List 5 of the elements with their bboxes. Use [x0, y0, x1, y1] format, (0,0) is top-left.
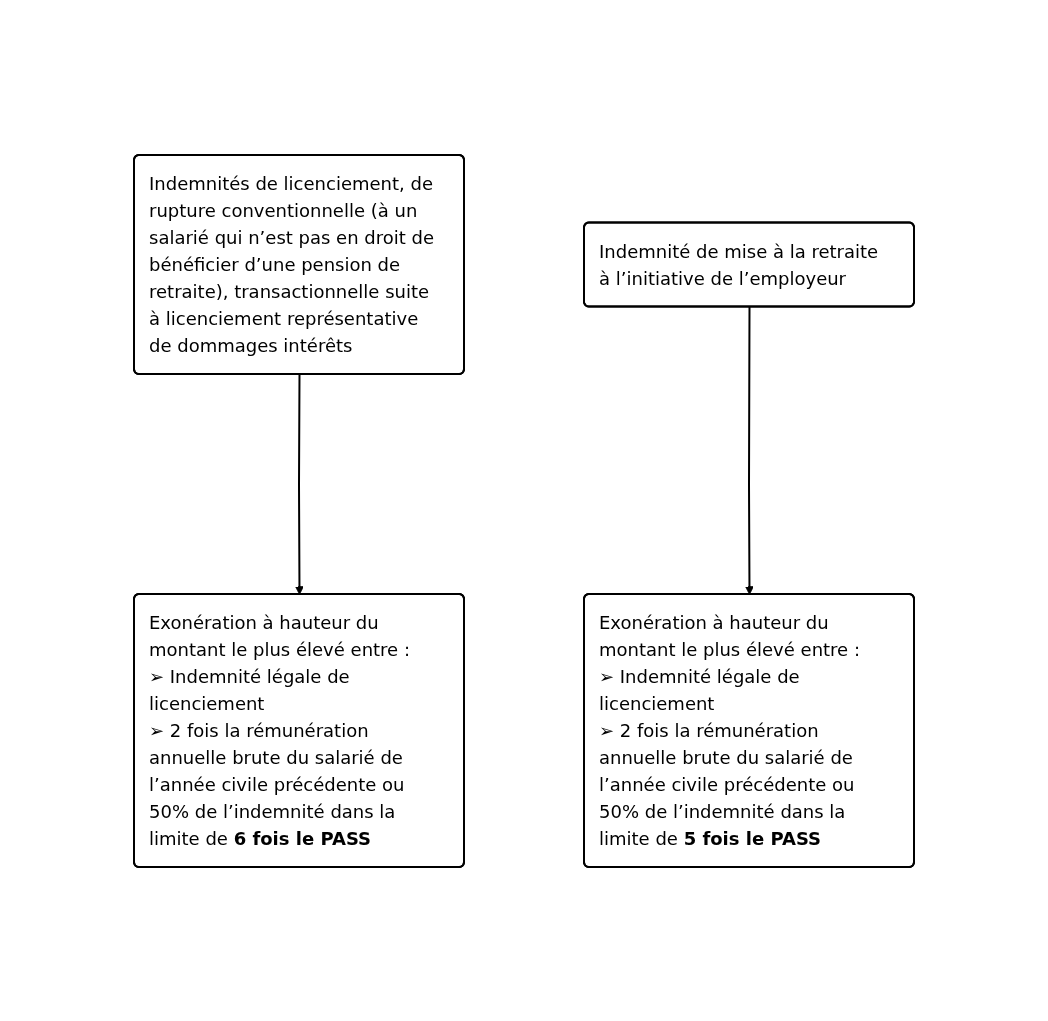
node-text: Exonération à hauteur du montant le plus élevé entre : ➢ Indemnité légale de licenciement ➢ 2 fois la rémunération annuelle brute du salarié de l’année civile précédente ou 50% de l’indemnité dans la limite de 5 fois le PASS: [599, 611, 860, 849]
arrow: [295, 373, 304, 595]
arrow: [745, 305, 754, 595]
node-text: Indemnités de licenciement, de rupture conventionnelle (à un salarié qui n’est pas en droit de bénéficier d’une pension de retraite), transactionnelle suite à licenciement représentative de dommages intérêts: [149, 172, 435, 356]
node-text: Exonération à hauteur du montant le plus élevé entre : ➢ Indemnité légale de licenciement ➢ 2 fois la rémunération annuelle brute du salarié de l’année civile précédente ou 50% de l’indemnité dans la limite de 6 fois le PASS: [149, 611, 410, 849]
